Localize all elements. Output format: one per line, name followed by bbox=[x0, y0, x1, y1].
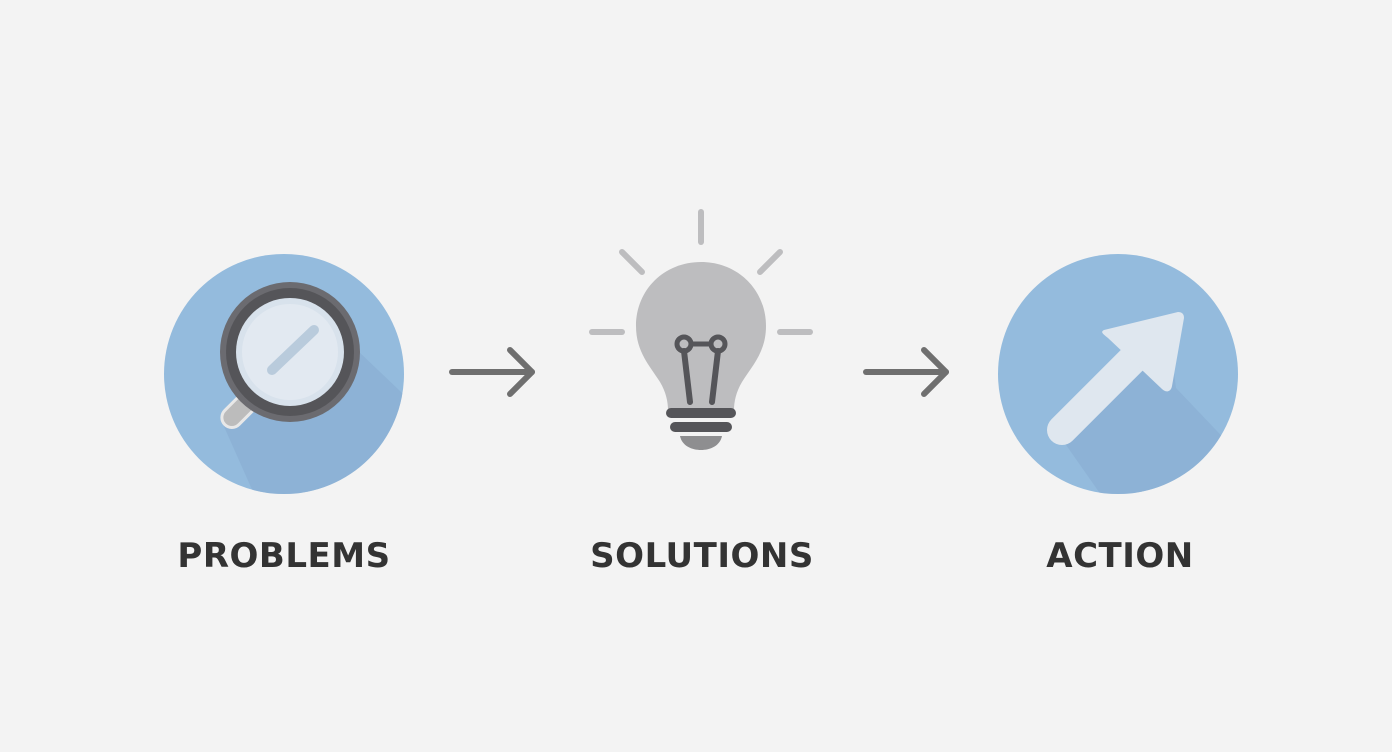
step-label-problems: PROBLEMS bbox=[177, 536, 391, 576]
right-arrow-icon bbox=[449, 347, 535, 397]
diagonal-arrow-icon bbox=[1047, 312, 1184, 445]
step-label-action: ACTION bbox=[1046, 536, 1194, 576]
problems-icon bbox=[164, 254, 404, 494]
action-icon bbox=[998, 254, 1238, 494]
step-label-solutions: SOLUTIONS bbox=[590, 536, 814, 576]
right-arrow-icon bbox=[863, 347, 949, 397]
magnifying-glass-icon bbox=[220, 282, 360, 430]
lightbulb-icon bbox=[589, 209, 813, 450]
